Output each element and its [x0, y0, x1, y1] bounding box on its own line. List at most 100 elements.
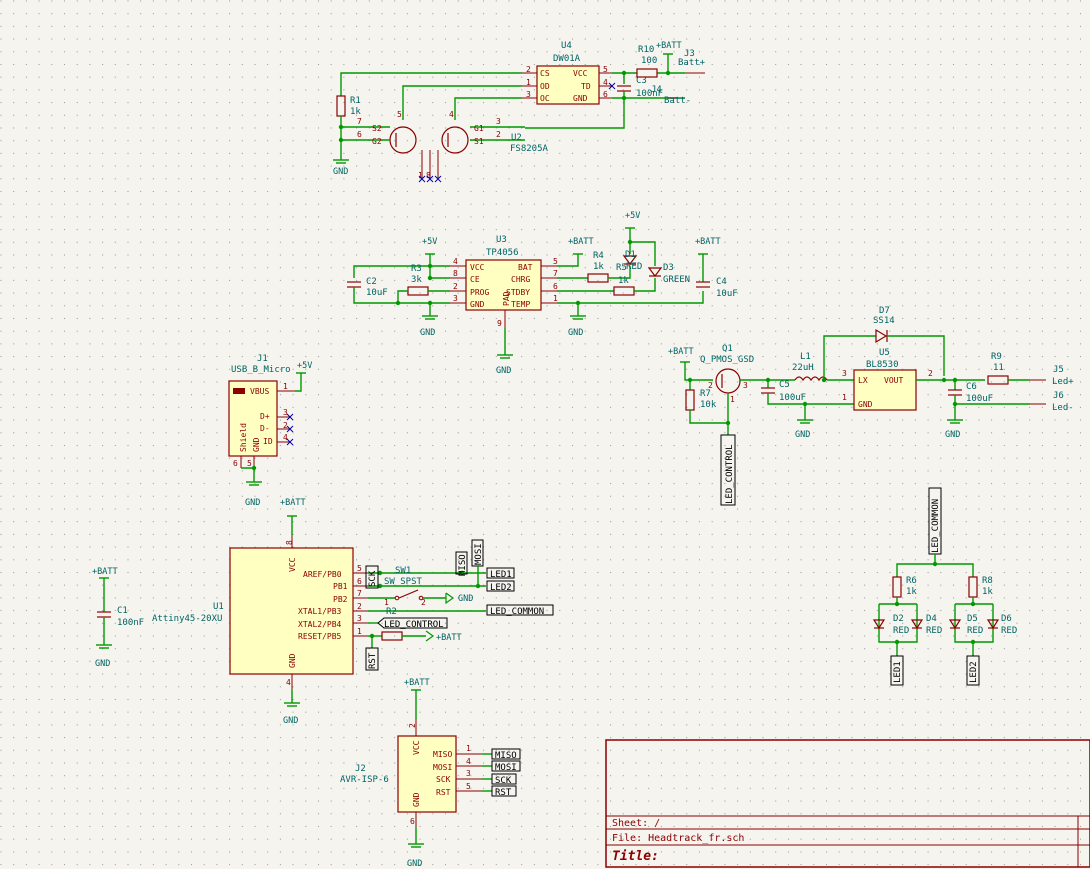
gnd-power: GND: [945, 430, 960, 440]
c5-ref: C5: [779, 380, 790, 390]
j1-pin-num: 2: [283, 421, 288, 430]
d2[interactable]: [872, 619, 886, 630]
isp-sck-label-box: [491, 773, 517, 785]
u3-pin-pad: PAD: [502, 291, 511, 306]
d3[interactable]: [647, 267, 663, 277]
u5-pin-gnd: GND: [858, 400, 873, 409]
u1-pin-pb4: XTAL2/PB4: [298, 620, 342, 629]
mcu-circuit[interactable]: U1 Attiny45-20XU VCC 8 GND 4 AREF/PB0 PB…: [92, 498, 554, 726]
j2-pin-num: 4: [466, 757, 471, 766]
c6-value: 100uF: [966, 394, 993, 404]
u4-body[interactable]: [536, 65, 600, 105]
l1-value: 22uH: [792, 363, 814, 373]
j2-pin-gnd: GND: [412, 792, 421, 807]
sck-net-label: SCK: [368, 570, 378, 587]
sw1-pin-num: 1: [384, 598, 389, 607]
sw1-ref: SW1: [395, 566, 411, 576]
u5-pin-vout: VOUT: [884, 376, 903, 385]
gnd-power: GND: [420, 328, 435, 338]
q1-pin-num: 2: [708, 381, 713, 390]
d7-ref: D7: [879, 306, 890, 316]
u1-pin-num: 6: [357, 577, 362, 586]
u2-pin-num: 5: [397, 110, 402, 119]
r5-value: 1k: [618, 276, 629, 286]
u4-pin-od: OD: [540, 82, 550, 91]
usb-connector[interactable]: J1 USB_B_Micro VBUS D+ D- ID GND Shield …: [228, 354, 312, 508]
u2-pin-g2: G2: [372, 137, 382, 146]
led2-label-box: [966, 655, 980, 686]
led1-label-box: [890, 655, 904, 686]
isp-connector[interactable]: J2 AVR-ISP-6 VCC 2 GND 6 MISO MOSI SCK R…: [340, 678, 521, 869]
j2-pin-mosi: MOSI: [433, 763, 452, 772]
r9-value: 11: [993, 363, 1004, 373]
u3-body[interactable]: [465, 259, 542, 311]
u1-pin-pb2: PB2: [333, 595, 348, 604]
j1-pin-dminus: D-: [260, 424, 270, 433]
j2-pin-rst: RST: [436, 788, 451, 797]
j2-body[interactable]: [397, 735, 457, 813]
r9-ref: R9: [991, 352, 1002, 362]
u3-pin-num: 4: [453, 257, 458, 266]
u2-pin-num: 3: [496, 117, 501, 126]
u4-pin-td: TD: [581, 82, 591, 91]
u4-ref: U4: [561, 41, 572, 51]
j2-pin-num: 1: [466, 744, 471, 753]
d7-value: SS14: [873, 316, 895, 326]
usb-icon: [233, 388, 245, 394]
title-block-frame: [605, 739, 1090, 868]
u2-pin-num: 4: [449, 110, 454, 119]
u1-body[interactable]: [229, 547, 354, 675]
sw1[interactable]: [394, 595, 400, 601]
d7[interactable]: [875, 328, 888, 344]
batt-power: +BATT: [280, 498, 306, 508]
protection-circuit[interactable]: U4 DW01A CS OD OC VCC TD GND 2 1 3 5 4 6: [333, 41, 706, 183]
d3-value: GREEN: [663, 275, 690, 285]
d1[interactable]: [622, 255, 638, 265]
led2-net-label: LED2: [490, 583, 512, 593]
led-control-label-box: [720, 434, 736, 506]
d5[interactable]: [948, 619, 962, 630]
r10[interactable]: [636, 68, 658, 78]
sw1-pin-num: 2: [421, 598, 426, 607]
gnd-power: GND: [458, 594, 473, 604]
d1-value: RED: [626, 262, 642, 272]
c6-ref: C6: [966, 382, 977, 392]
u3-value: TP4056: [486, 248, 519, 258]
d5-value: RED: [967, 626, 983, 636]
led-bank[interactable]: LED_COMMON R6 1k R8 1k D2 RED D4 RED D5: [872, 487, 1017, 686]
j3-ref: J3: [684, 49, 695, 59]
gnd-power: GND: [568, 328, 583, 338]
j2-pin-miso: MISO: [433, 750, 452, 759]
d2-value: RED: [893, 626, 909, 636]
c4-value: 10uF: [716, 289, 738, 299]
j2-pin-num: 2: [408, 723, 417, 728]
u3-pin-num: 2: [453, 282, 458, 291]
u1-pin-pb5: RESET/PB5: [298, 632, 342, 641]
j1-pin-num: 4: [283, 433, 288, 442]
batt-power: +BATT: [436, 633, 462, 643]
j2-pin-num: 5: [466, 782, 471, 791]
d3-ref: D3: [663, 263, 674, 273]
d4[interactable]: [910, 619, 924, 630]
r4-value: 1k: [593, 262, 604, 272]
sheet-label: Sheet: /: [612, 818, 660, 829]
u2-mosfet-1[interactable]: [441, 126, 469, 154]
led1-label: LED1: [893, 661, 903, 683]
d6[interactable]: [986, 619, 1000, 630]
r10-value: 100: [641, 56, 657, 66]
charger-circuit[interactable]: U3 TP4056 VCC CE PROG GND BAT CHRG STDBY…: [347, 211, 738, 376]
u4-pin-oc: OC: [540, 94, 550, 103]
u2-pin-num: 6: [357, 130, 362, 139]
u3-pin-stdby: STDBY: [506, 288, 530, 297]
r1-ref: R1: [350, 96, 361, 106]
u5-body[interactable]: [853, 369, 917, 411]
u4-pin-num: 6: [603, 90, 608, 99]
j6-ref: J6: [1053, 391, 1064, 401]
j1-value: USB_B_Micro: [231, 365, 291, 375]
u1-pin-pb1: PB1: [333, 582, 348, 591]
boost-circuit[interactable]: +BATT R7 10k Q1 Q_PMOS_GSD 2 3 1 C5 100u…: [668, 306, 1074, 506]
led-control-label: LED_CONTROL: [725, 444, 735, 504]
u2-pin-g1: G1: [474, 124, 484, 133]
l1[interactable]: [794, 376, 828, 382]
